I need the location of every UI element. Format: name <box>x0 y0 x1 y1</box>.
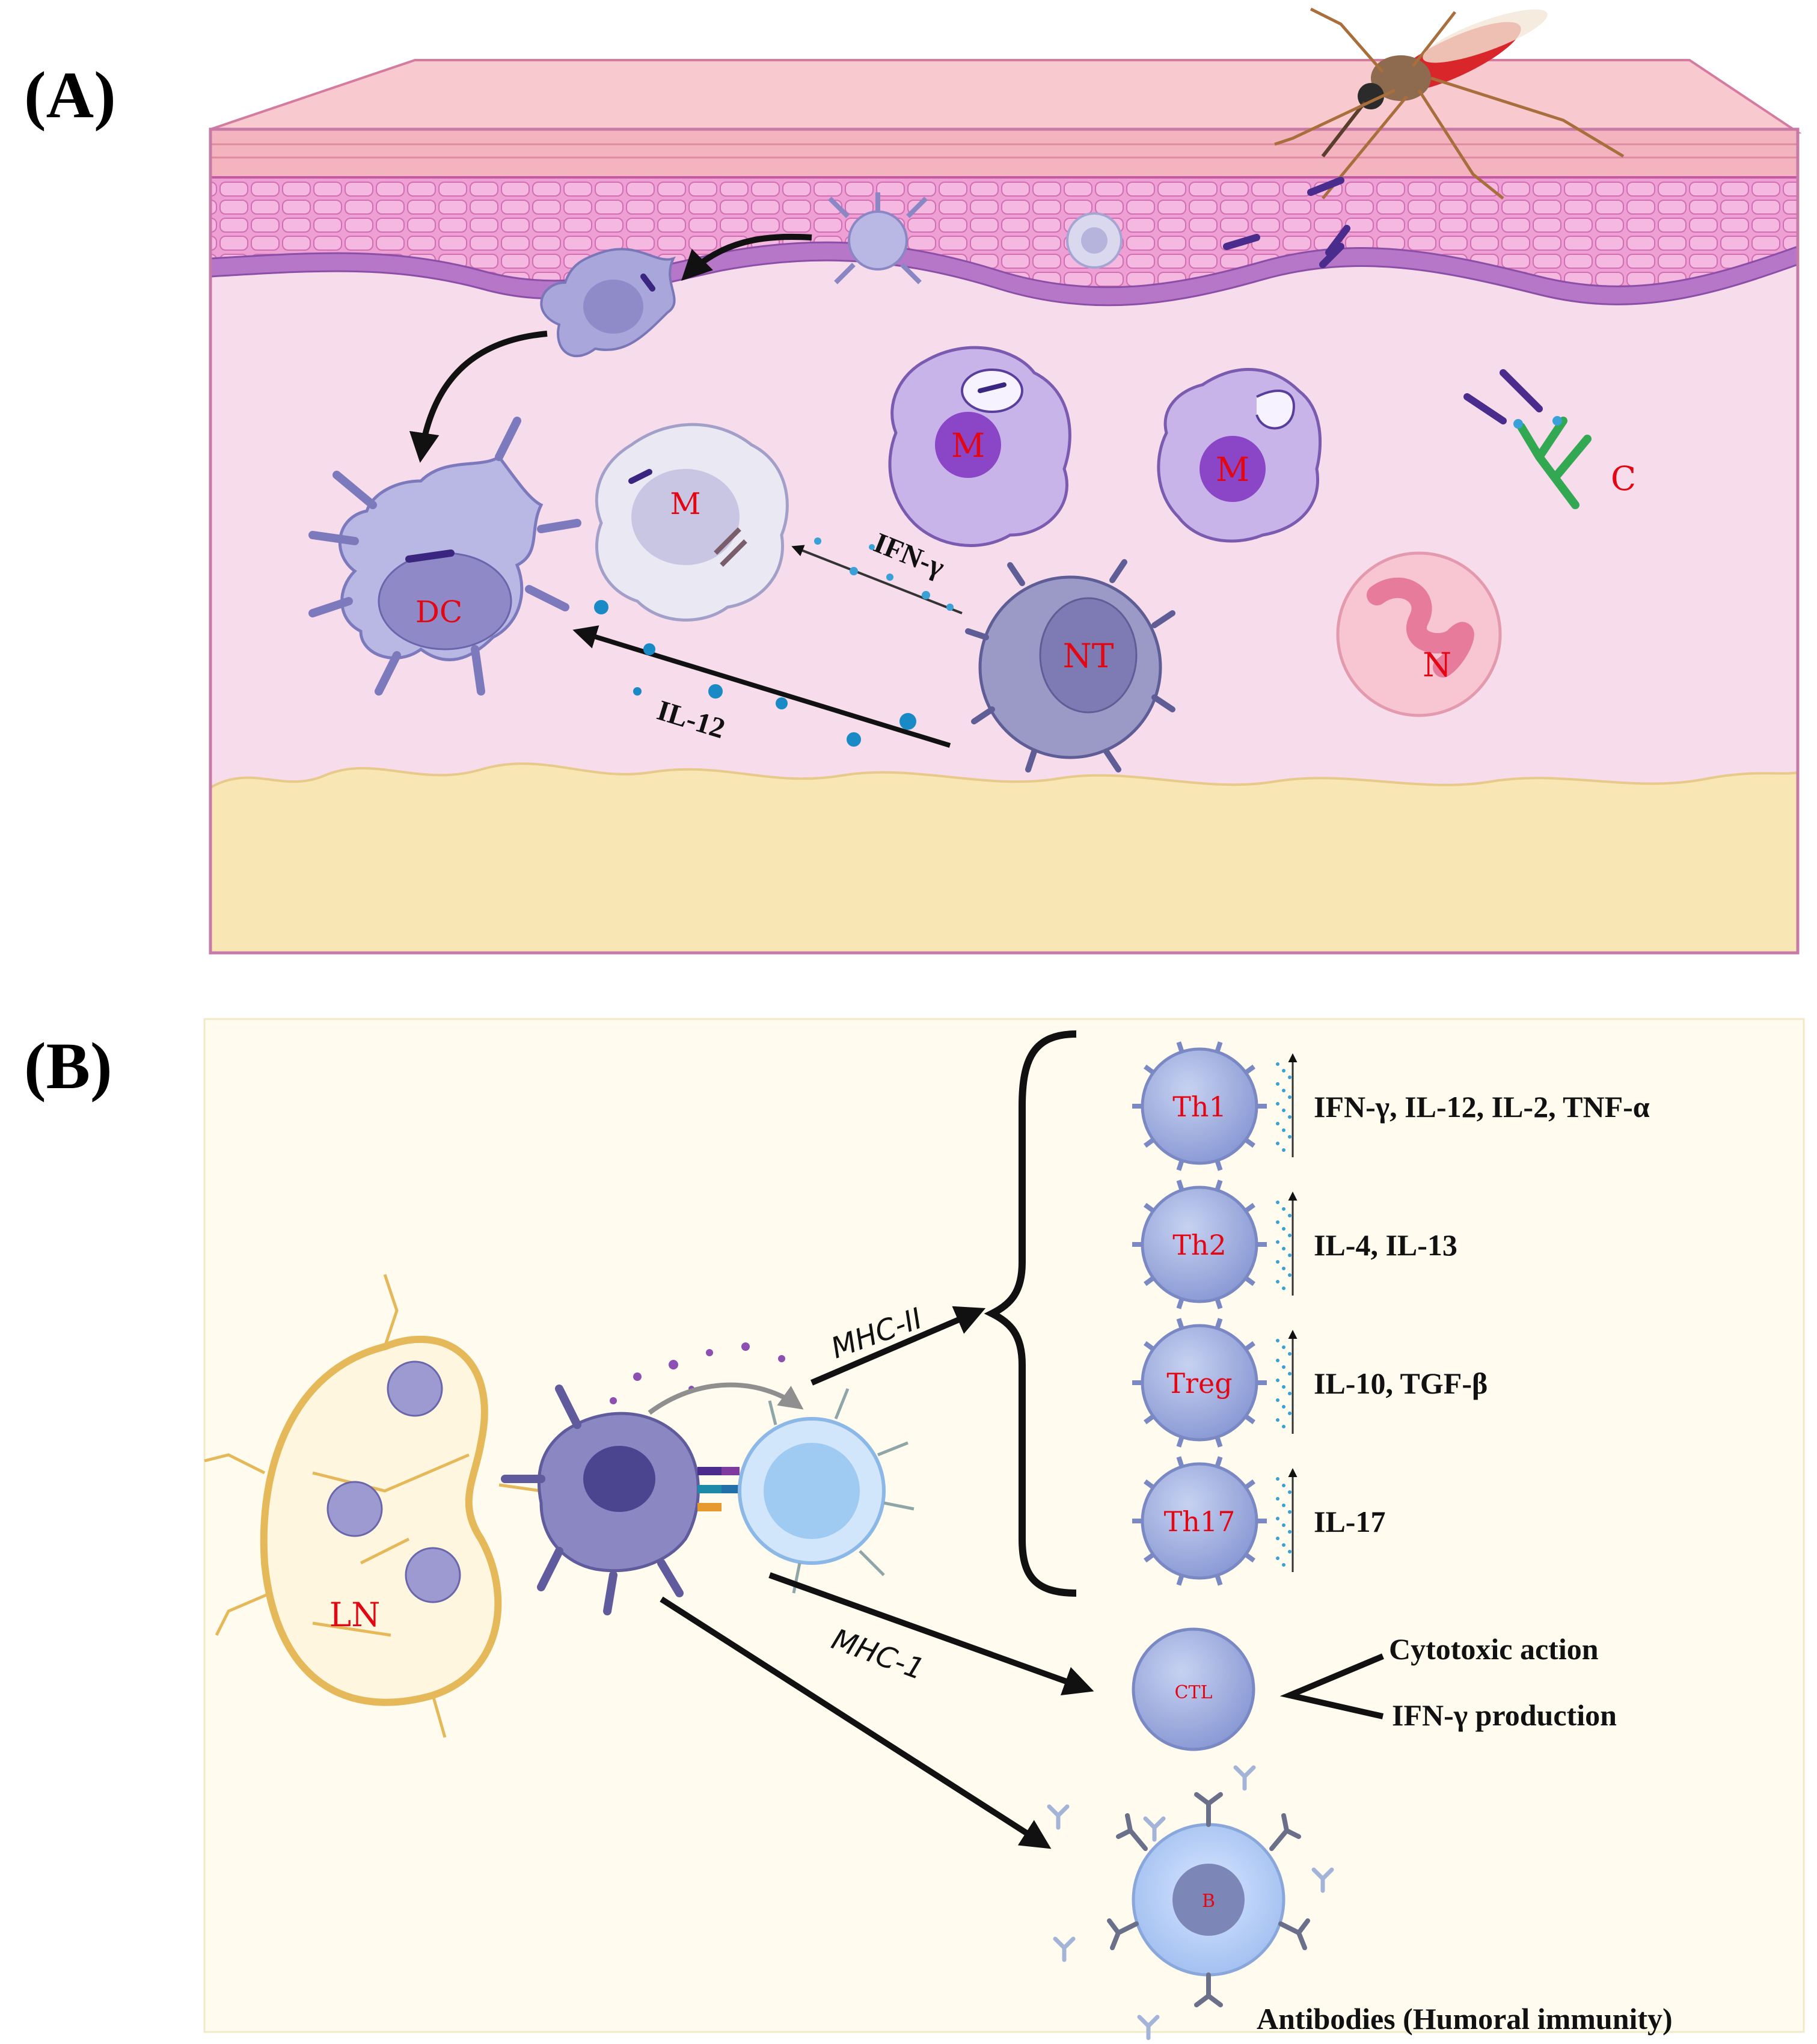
t-helper-cytokines: IL-4, IL-13 <box>1314 1228 1457 1262</box>
nkt-label: NT <box>1063 637 1114 675</box>
neutrophil: N <box>1336 551 1502 717</box>
mosquito-icon <box>1274 7 1625 200</box>
t-helper-label: Th17 <box>1164 1505 1236 1538</box>
t-helper-cytokines: IL-10, TGF-β <box>1314 1366 1488 1400</box>
synapse-receptors <box>697 1467 740 1511</box>
t-helper-label: Th2 <box>1172 1229 1227 1261</box>
complement-icon: C <box>1463 369 1636 509</box>
dc-label: DC <box>415 595 462 629</box>
macrophage-activated: M <box>595 423 789 622</box>
arrow-ctl-outcomes <box>1279 1653 1384 1719</box>
apc-dendritic-cell <box>501 1385 700 1615</box>
macrophage-2-label: M <box>1216 450 1249 489</box>
arrow-dc-migration <box>409 331 548 463</box>
lymph-node-label: LN <box>329 1596 381 1634</box>
skin-top-face <box>210 59 1802 134</box>
epidermal-dc-icon <box>828 192 928 284</box>
t-helper-cytokines: IFN-γ, IL-12, IL-2, TNF-α <box>1314 1090 1650 1124</box>
t-helper-cytokines: IL-17 <box>1314 1505 1385 1538</box>
t-helper-label: Th1 <box>1172 1091 1227 1123</box>
t-helper-cell-th2: Th2 IL-4, IL-13 <box>1132 1180 1457 1309</box>
macrophage-1: M <box>888 346 1071 547</box>
migrating-dc-icon <box>540 248 676 358</box>
ctl-cell: CTL <box>1132 1627 1255 1751</box>
antigen-particles <box>610 1342 785 1404</box>
b-cell-label: B <box>1202 1891 1215 1912</box>
panel-a-letter: (A) <box>24 58 116 132</box>
arrow-antigen-transfer <box>648 1382 804 1415</box>
t-helper-cell-th17: Th17 IL-17 <box>1132 1456 1385 1586</box>
arrow-mhc-i <box>768 1572 1094 1696</box>
macrophage-2: M <box>1157 368 1322 543</box>
macrophage-activated-label: M <box>670 486 700 521</box>
stratum-corneum <box>209 128 1799 179</box>
skin-frame <box>209 127 1800 955</box>
arrow-b-cell <box>660 1596 1052 1849</box>
b-cell-outcome: Antibodies (Humoral immunity) <box>1257 2002 1673 2036</box>
complement-label: C <box>1611 459 1636 498</box>
nkt-cell: NT <box>965 559 1175 773</box>
t-helper-cell-treg: Treg IL-10, TGF-β <box>1132 1318 1488 1448</box>
arrow-mhc-ii <box>810 1306 986 1386</box>
panel-b-letter: (B) <box>24 1029 112 1103</box>
brace <box>984 1030 1077 1597</box>
parasite-group-icon <box>1223 177 1350 268</box>
ctl-outcome-cytotoxic: Cytotoxic action <box>1389 1632 1599 1666</box>
dendritic-cell: DC <box>308 417 581 696</box>
free-antibodies-icon <box>1047 1765 1334 2040</box>
lymph-node: LN <box>204 1274 542 1738</box>
corneum-lines <box>210 143 1798 159</box>
t-helper-label: Treg <box>1166 1367 1232 1400</box>
epidermal-cell-icon <box>1066 212 1123 269</box>
naive-t-cell <box>738 1388 915 1594</box>
ctl-label: CTL <box>1175 1682 1213 1703</box>
ctl-outcome-ifn: IFN-γ production <box>1392 1698 1617 1732</box>
macrophage-1-label: M <box>951 426 985 465</box>
b-cell: B <box>1107 1792 1310 2007</box>
subcutaneous-fat <box>209 762 1799 954</box>
t-helper-cell-th1: Th1 IFN-γ, IL-12, IL-2, TNF-α <box>1132 1041 1650 1171</box>
neutrophil-label: N <box>1423 646 1451 684</box>
arrow-epidermis-to-dc <box>681 233 812 281</box>
